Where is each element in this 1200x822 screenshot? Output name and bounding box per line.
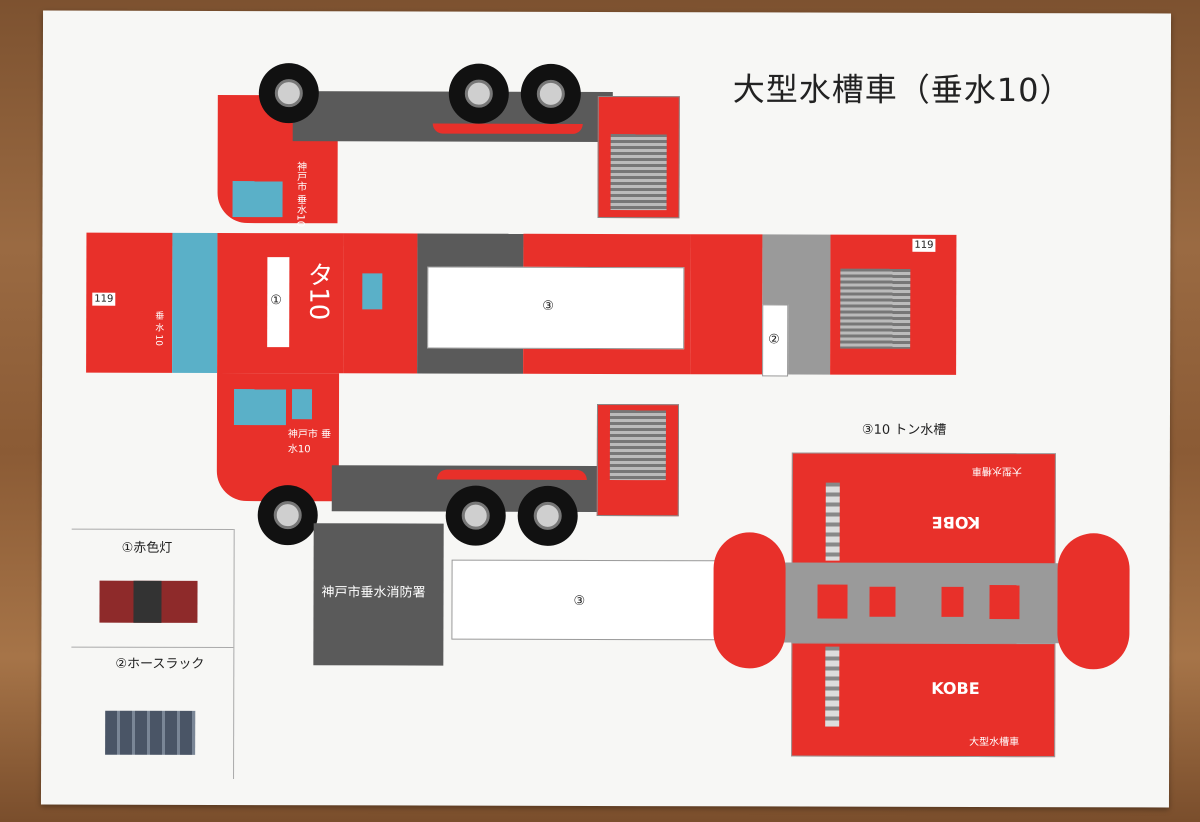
wheel-icon xyxy=(517,485,578,546)
kobe-logo-top: KOBE xyxy=(931,512,981,532)
divider xyxy=(233,529,235,780)
ladder-bottom xyxy=(825,646,840,727)
cab-window xyxy=(232,181,283,218)
windshield xyxy=(172,232,218,373)
cab-number: タ10 xyxy=(303,261,334,321)
rear-grill xyxy=(840,268,911,349)
part3-label-2: ③ xyxy=(573,593,586,609)
tank-net-label: ③10 トン水槽 xyxy=(861,422,947,438)
hose-rack-part xyxy=(105,710,196,755)
fender-side xyxy=(436,469,587,480)
roof-window xyxy=(362,273,383,310)
divider xyxy=(71,528,234,531)
cab-side-text: 神戸市 垂水10 xyxy=(287,429,332,456)
station-label: 神戸市垂水消防署 xyxy=(321,585,426,601)
fender-top xyxy=(432,123,583,134)
tank-end-left xyxy=(713,532,786,669)
hatch-2 xyxy=(941,586,964,617)
tank-vehicle-label-bottom: 大型水槽車 xyxy=(969,736,1020,749)
cab-side-window xyxy=(233,389,287,426)
ladder-top xyxy=(825,482,840,561)
papercraft-sheet: 大型水槽車（垂水10） 神戸市 垂水10 119 垂 水 10 ① タ10 ③ … xyxy=(40,10,1172,808)
front-119: 119 xyxy=(92,292,116,306)
tank-vehicle-label-top: 大型水槽車 xyxy=(971,464,1022,477)
hatch-1 xyxy=(869,586,896,617)
front-text: 垂 水 10 xyxy=(153,310,164,347)
wheel-icon xyxy=(448,63,509,124)
wheel-icon xyxy=(257,485,318,546)
cab-side-window-small xyxy=(291,389,313,420)
tank-end-right xyxy=(1057,533,1130,670)
red-light-label: ①赤色灯 xyxy=(121,540,173,556)
tank-placeholder xyxy=(427,266,685,350)
kobe-logo-bottom: KOBE xyxy=(931,678,980,698)
wheel-icon xyxy=(445,485,506,546)
deck-red xyxy=(690,234,763,375)
divider xyxy=(71,646,234,649)
hose-rack-label: ②ホースラック xyxy=(115,656,205,672)
part3-label: ③ xyxy=(542,298,554,314)
part1-label: ① xyxy=(270,293,282,309)
rear-grill-top xyxy=(610,134,667,211)
rear-grill-side xyxy=(609,410,666,481)
sheet-title: 大型水槽車（垂水10） xyxy=(732,70,1073,110)
wheel-icon xyxy=(258,63,319,124)
part2-label: ② xyxy=(768,332,780,348)
wheel-icon xyxy=(520,63,581,124)
valve-right xyxy=(989,585,1020,620)
cab-top-text: 神戸市 垂水10 xyxy=(294,161,306,228)
rear-119: 119 xyxy=(912,238,936,252)
red-light-center xyxy=(133,580,162,623)
valve-left xyxy=(817,584,848,619)
